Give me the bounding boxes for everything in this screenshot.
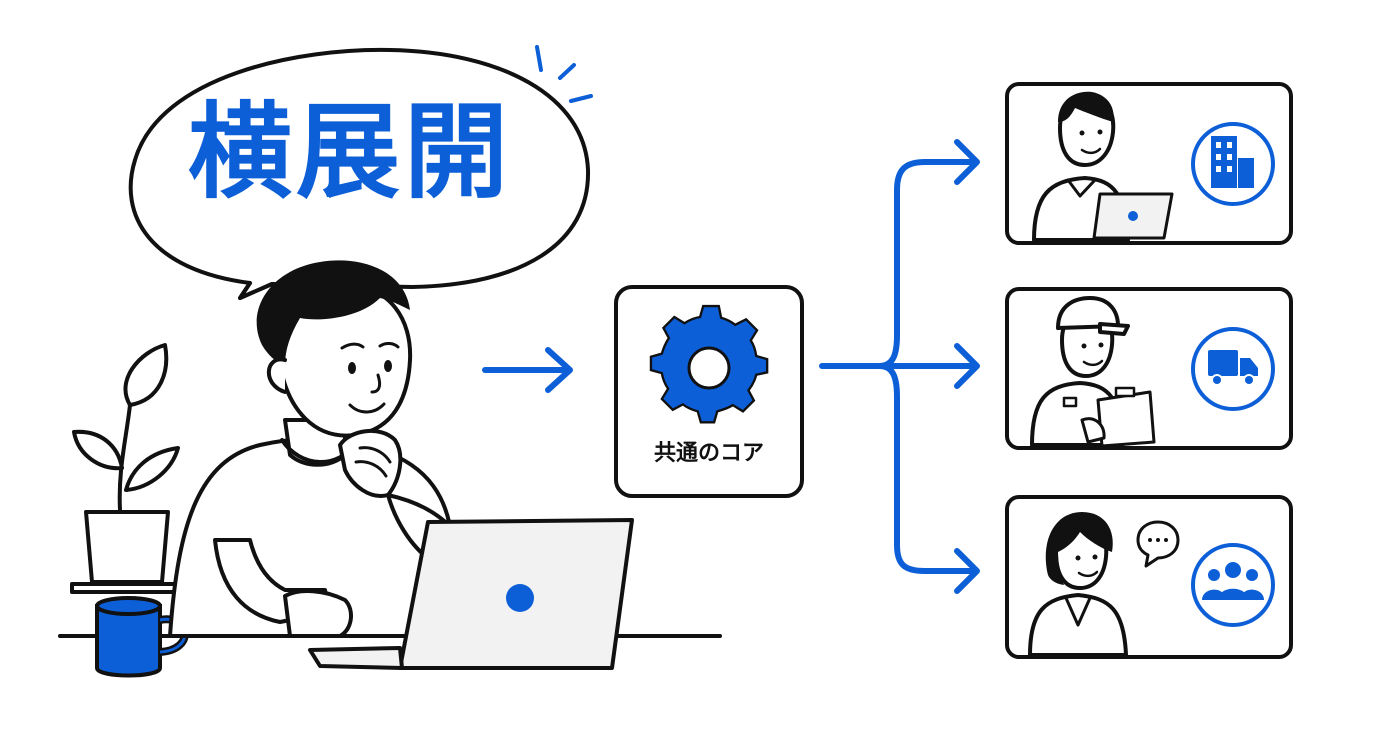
target-card-service — [1005, 495, 1293, 659]
people-group-icon — [1202, 562, 1264, 600]
arrow-to-core — [482, 347, 573, 393]
speech-bubble — [128, 47, 591, 300]
speech-bubble-text: 横展開 — [187, 91, 512, 213]
branch-arrows — [819, 139, 980, 594]
target-card-office — [1005, 82, 1293, 245]
building-icon — [1211, 136, 1254, 188]
truck-icon — [1208, 350, 1258, 386]
core-label: 共通のコア — [653, 441, 764, 466]
laptop-icon — [308, 518, 634, 670]
gear-icon — [649, 304, 769, 424]
emphasis-lines — [535, 45, 593, 103]
plant-icon — [70, 343, 184, 594]
target-card-delivery — [1005, 287, 1293, 450]
